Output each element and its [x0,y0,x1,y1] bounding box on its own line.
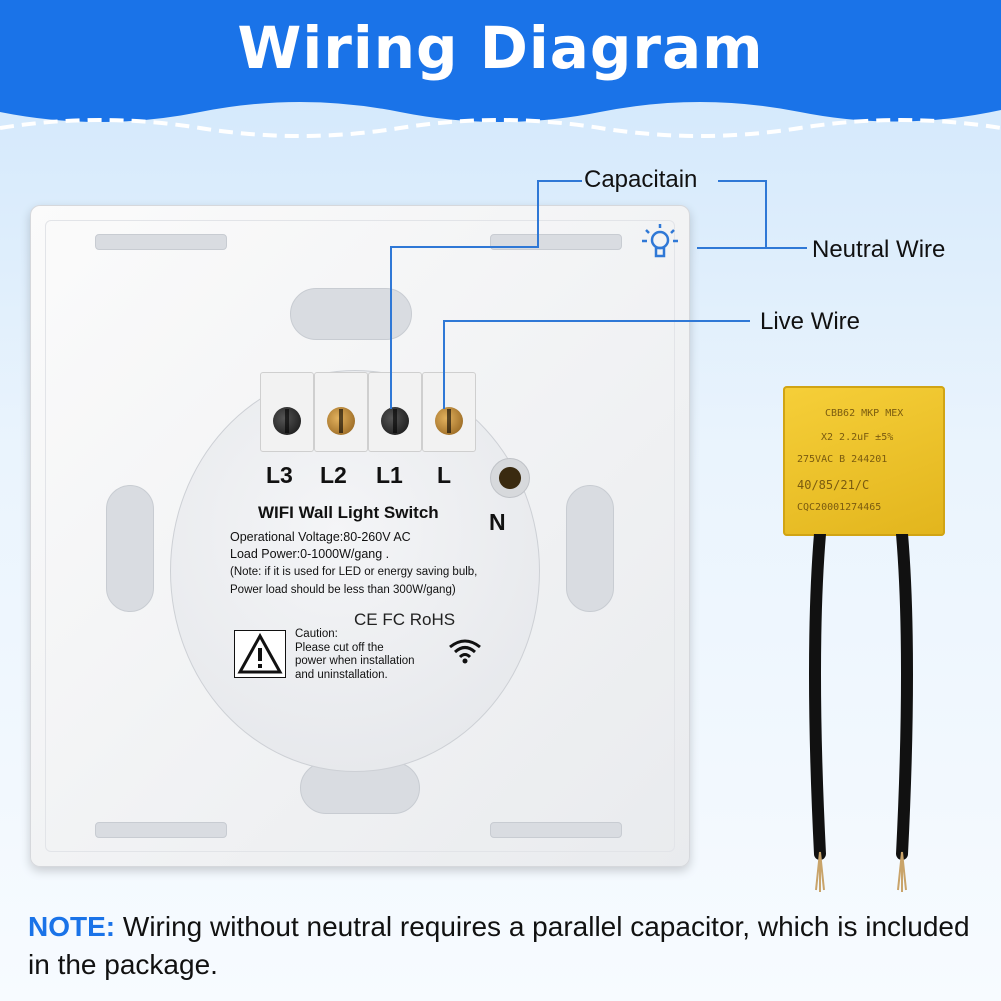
live-callout-line [443,320,445,409]
capacitor-print: 40/85/21/C [797,478,870,492]
l1-callout-line [390,246,392,409]
spec-note: (Note: if it is used for LED or energy s… [230,566,478,578]
terminal-label-l2: L2 [320,462,347,488]
caution-line: and uninstallation. [295,668,388,681]
terminal-label-l1: L1 [376,462,403,488]
footer-note: NOTE: Wiring without neutral requires a … [28,908,978,984]
neutral-terminal-hole [490,458,530,498]
caution-text: Caution: Please cut off the power when i… [295,628,415,682]
mounting-slot-right [566,485,614,612]
terminal-label-n: N [489,509,506,535]
spec-voltage: Operational Voltage:80-260V AC [230,530,411,544]
neutral-callout-line [765,180,767,248]
terminal-l2 [314,372,368,452]
capacitor-print: 275VAC B 244201 [797,454,888,465]
live-callout-line [443,320,750,322]
spec-note-2: Power load should be less than 300W/gang… [230,584,456,596]
note-text: Wiring without neutral requires a parall… [28,911,970,980]
switch-model-title: WIFI Wall Light Switch [258,503,439,522]
mounting-slot-left [106,485,154,612]
capacitor-label: Capacitain [584,166,698,193]
terminal-label-l3: L3 [266,462,293,488]
terminal-l1 [368,372,422,452]
bottom-clip-left [95,822,227,838]
terminal-screw-icon [327,407,355,435]
page-title: Wiring Diagram [237,14,764,82]
note-label: NOTE: [28,911,116,942]
light-bulb-icon [642,224,678,258]
caution-line: Caution: [295,628,338,640]
terminal-screw-icon [435,407,463,435]
caution-line: Please cut off the [295,641,384,654]
terminal-l3 [260,372,314,452]
capacitor-callout-line [537,180,539,248]
terminal-screw-icon [273,407,301,435]
top-clip-left [95,234,227,250]
warning-icon [234,630,286,678]
header-banner [0,0,1001,138]
live-wire-label: Live Wire [760,308,861,335]
capacitor-print: X2 2.2uF ±5% [821,432,894,443]
plate-inner-frame [45,220,675,852]
mounting-slot-top [290,288,412,340]
terminal-label-l: L [437,462,452,488]
capacitor-callout-line [718,180,765,182]
capacitor-component: CBB62 MKP MEX X2 2.2uF ±5% 275VAC B 2442… [783,386,945,536]
capacitor-print: CBB62 MKP MEX [825,408,904,419]
spec-load: Load Power:0-1000W/gang . [230,547,390,561]
capacitor-leads [809,534,913,892]
neutral-wire-label: Neutral Wire [812,236,946,263]
wifi-icon [449,639,481,664]
l1-callout-line [390,246,538,248]
certification-marks: CE FC RoHS [354,610,456,629]
caution-line: power when installation [295,655,415,667]
capacitor-callout-line [537,180,582,182]
terminal-l [422,372,476,452]
neutral-callout-line [697,247,807,249]
terminal-screw-icon [381,407,409,435]
bottom-clip-right [490,822,622,838]
capacitor-print: CQC20001274465 [797,502,882,513]
